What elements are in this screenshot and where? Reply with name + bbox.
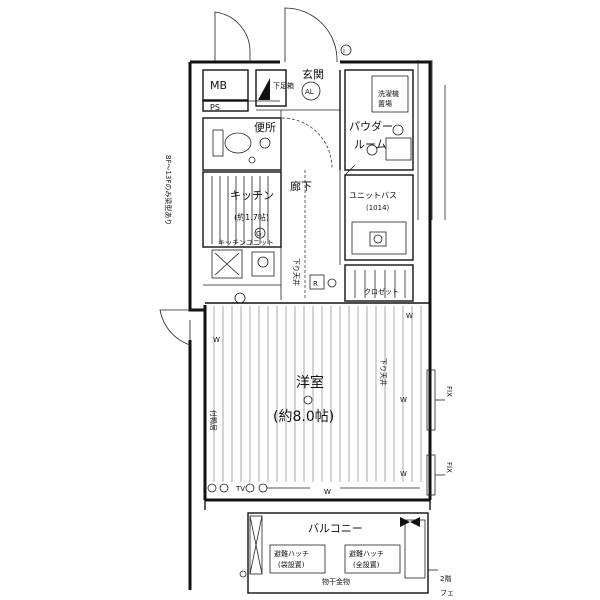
hatch-right-label: 避難ハッチ	[349, 549, 384, 558]
w-mark-5: W	[406, 312, 413, 320]
al-label: AL	[305, 88, 314, 96]
w-mark-1: W	[213, 336, 220, 344]
toilet-label: 便所	[254, 121, 276, 134]
hatch-right-sub: (全設置)	[353, 560, 380, 569]
lowered-ceiling-1: 下り天井	[292, 258, 301, 286]
unit-bath-label: ユニットバス	[349, 191, 397, 200]
unit-bath	[344, 164, 414, 261]
w-mark-2: W	[400, 396, 407, 404]
kitchen-label: キッチン	[230, 189, 274, 202]
hatch-left-sub: (袋設置)	[278, 560, 305, 569]
hatch-left-label: 避難ハッチ	[274, 549, 309, 558]
note-right-1: 2階	[440, 574, 451, 583]
r-mark: R	[313, 280, 318, 288]
wall-attached-label: 付鴨居	[209, 410, 218, 431]
entrance-label: 玄関	[302, 67, 324, 81]
kitchen-unit-label: キッチンユニット	[218, 239, 274, 247]
bottom-outlets	[207, 483, 420, 493]
fix-label-2: FIX	[445, 462, 453, 473]
room-side-door	[159, 309, 205, 346]
entrance-doors	[214, 7, 352, 62]
w-mark-4: W	[324, 488, 331, 496]
closet-label: クロゼット	[364, 287, 399, 296]
closet	[309, 264, 414, 302]
info-mark: i	[343, 47, 345, 55]
washer-label-1: 洗濯機	[378, 89, 399, 98]
corridor	[280, 110, 341, 300]
outer-walls	[188, 60, 432, 594]
entrance-area	[255, 69, 341, 170]
western-room-label: 洋室	[296, 374, 324, 391]
floor-lines	[213, 306, 422, 482]
mb-label: MB	[210, 79, 227, 92]
exterior-hatch	[417, 60, 446, 220]
kitchen-size: (約1.7帖)	[234, 212, 269, 222]
kitchen	[202, 171, 282, 304]
lowered-ceiling-2: 下り天井	[379, 358, 388, 386]
side-note: 8F〜13Fのみ梁型あり	[164, 155, 173, 225]
ceiling-light	[303, 395, 313, 405]
unit-bath-size: (1014)	[366, 204, 390, 212]
tv-mark: TV	[235, 485, 245, 493]
washer-label-2: 置場	[378, 99, 392, 108]
corridor-label: 廊下	[290, 179, 312, 193]
balcony-label: バルコニー	[308, 522, 363, 535]
powder-label: パウダー	[349, 119, 393, 133]
shoe-box-label: 下足箱	[273, 81, 294, 90]
ps-label: PS	[210, 103, 220, 112]
w-mark-3: W	[400, 470, 407, 478]
western-room-size: (約8.0帖)	[273, 409, 334, 425]
mb-ps-area	[202, 69, 280, 112]
balcony-area	[239, 515, 426, 579]
fix-windows	[426, 369, 445, 496]
g-mark: G	[256, 230, 261, 238]
powder-room-label: ルーム	[354, 138, 387, 151]
powder-room	[344, 69, 414, 171]
fix-label-1: FIX	[445, 386, 453, 397]
drying-hardware-label: 物干金物	[322, 577, 350, 586]
note-right-2: フェ	[440, 589, 454, 597]
